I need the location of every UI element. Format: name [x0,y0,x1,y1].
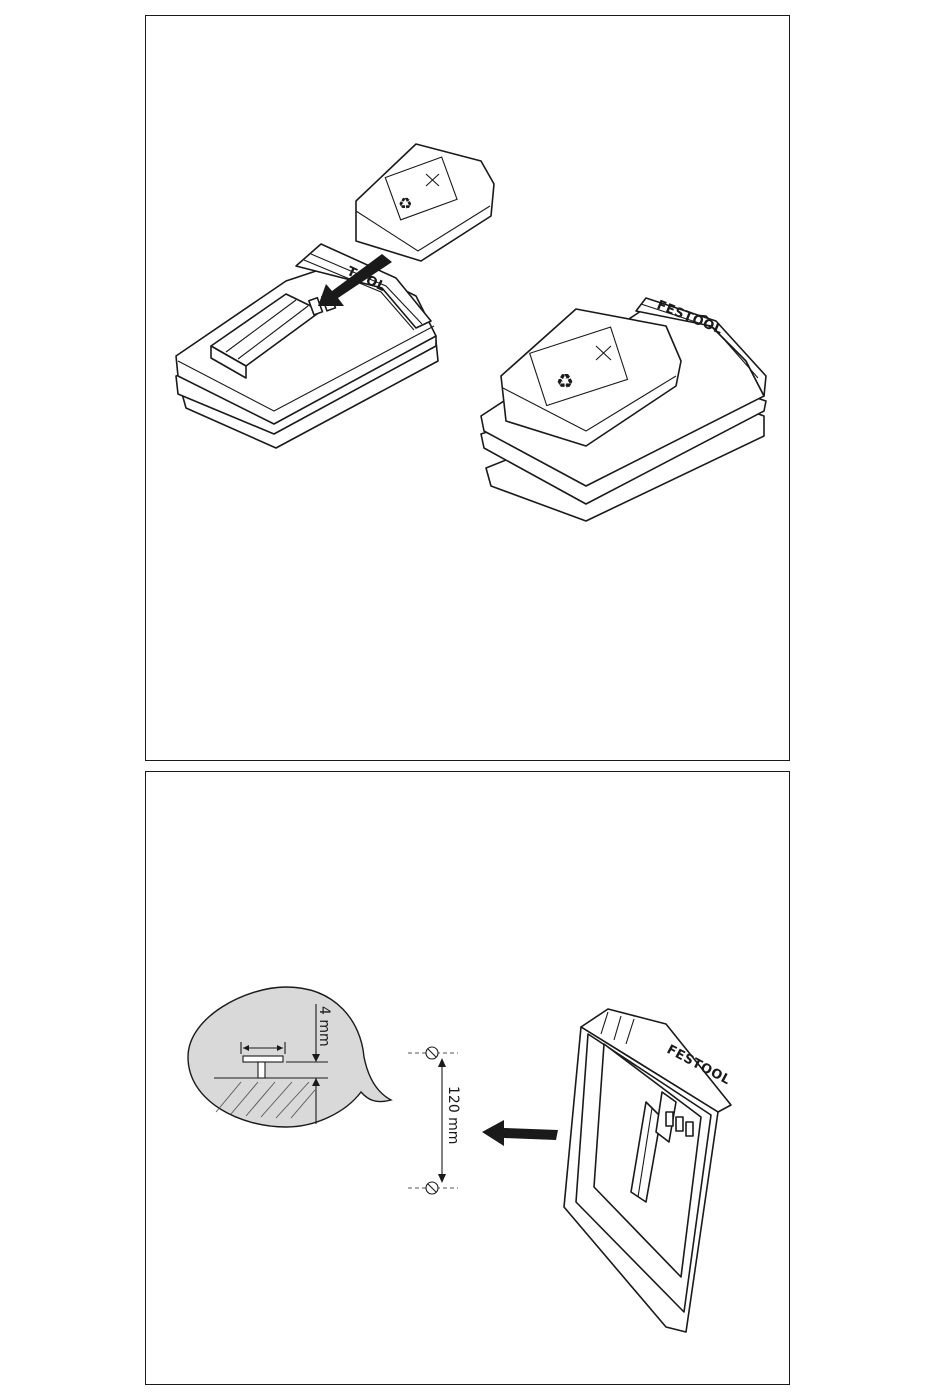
hole-spacing-dimension: 120 mm [408,1047,461,1194]
battery-insertion-illustration: TOOL ♻ ♻ FESTOOL [146,16,791,762]
recycle-icon-mounted: ♻ [556,369,574,393]
clearance-dimension-label: 4 mm [316,1006,332,1047]
right-charger-with-battery: ♻ FESTOOL [481,298,766,521]
charger-upright: FESTOOL [564,1009,733,1332]
spacing-dimension-label: 120 mm [445,1086,461,1144]
mount-direction-arrow-icon [482,1120,558,1146]
wall-mounting-illustration: 4 mm 120 mm [146,772,791,1386]
figure-panel-battery-insertion: TOOL ♻ ♻ FESTOOL [145,15,790,761]
battery-pack-floating: ♻ [356,144,494,261]
screw-clearance-callout: 4 mm [188,987,391,1127]
recycle-icon: ♻ [398,194,412,213]
left-charger: TOOL [176,244,438,448]
figure-panel-wall-mounting: 4 mm 120 mm [145,771,790,1385]
